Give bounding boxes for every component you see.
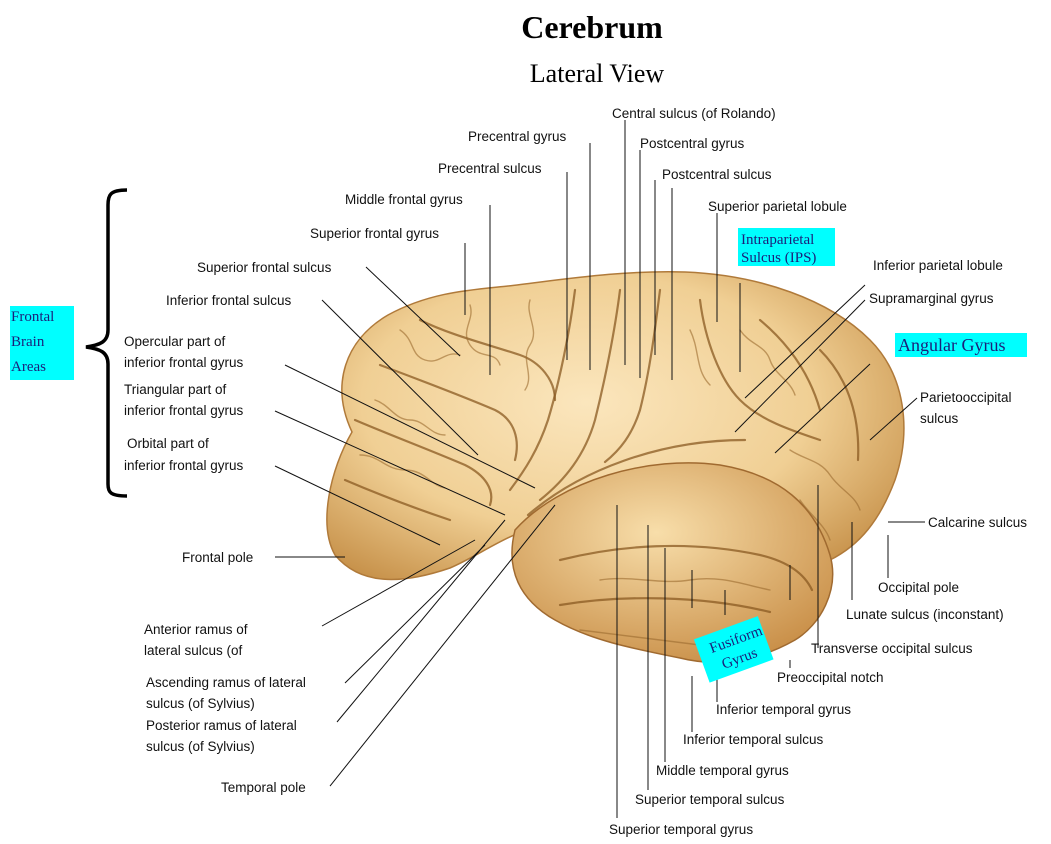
label-precentral-gyrus: Precentral gyrus (468, 129, 567, 144)
label-postcentral-gyrus: Postcentral gyrus (640, 136, 745, 151)
label-inferior-temporal-gyrus: Inferior temporal gyrus (716, 702, 851, 717)
label-ascending-ramus-line2: sulcus (of Sylvius) (146, 696, 255, 711)
intraparietal-line2: Sulcus (IPS) (741, 250, 816, 266)
label-inferior-temporal-sulcus: Inferior temporal sulcus (683, 732, 824, 747)
label-superior-parietal-lobule: Superior parietal lobule (708, 199, 847, 214)
label-preoccipital-notch: Preoccipital notch (777, 670, 884, 685)
frontal-brain-areas-line2: Brain (11, 334, 45, 350)
label-ascending-ramus-line1: Ascending ramus of lateral (146, 675, 306, 690)
label-parietooccipital-line1: Parietooccipital (920, 390, 1012, 405)
label-superior-frontal-gyrus: Superior frontal gyrus (310, 226, 439, 241)
label-precentral-sulcus: Precentral sulcus (438, 161, 542, 176)
label-superior-temporal-gyrus: Superior temporal gyrus (609, 822, 753, 837)
label-orbital-line1: Orbital part of (127, 436, 209, 451)
label-occipital-pole: Occipital pole (878, 580, 959, 595)
label-lunate-sulcus: Lunate sulcus (inconstant) (846, 607, 1004, 622)
label-temporal-pole: Temporal pole (221, 780, 306, 795)
label-parietooccipital-line2: sulcus (920, 411, 959, 426)
frontal-brain-areas-line1: Frontal (11, 309, 54, 325)
label-central-sulcus: Central sulcus (of Rolando) (612, 106, 776, 121)
frontal-bracket (86, 190, 127, 496)
label-supramarginal-gyrus: Supramarginal gyrus (869, 291, 994, 306)
label-superior-frontal-sulcus: Superior frontal sulcus (197, 260, 332, 275)
intraparietal-line1: Intraparietal (741, 232, 814, 248)
label-triangular-line1: Triangular part of (124, 382, 227, 397)
diagram-title: Cerebrum (521, 9, 663, 45)
label-inferior-parietal-lobule: Inferior parietal lobule (873, 258, 1003, 273)
label-middle-temporal-gyrus: Middle temporal gyrus (656, 763, 789, 778)
frontal-brain-areas-line3: Areas (11, 359, 46, 375)
label-inferior-frontal-sulcus: Inferior frontal sulcus (166, 293, 292, 308)
label-posterior-ramus-line1: Posterior ramus of lateral (146, 718, 297, 733)
label-opercular-line1: Opercular part of (124, 334, 226, 349)
label-opercular-line2: inferior frontal gyrus (124, 355, 244, 370)
label-middle-frontal-gyrus: Middle frontal gyrus (345, 192, 463, 207)
label-triangular-line2: inferior frontal gyrus (124, 403, 244, 418)
label-calcarine-sulcus: Calcarine sulcus (928, 515, 1027, 530)
label-frontal-pole: Frontal pole (182, 550, 253, 565)
label-postcentral-sulcus: Postcentral sulcus (662, 167, 772, 182)
label-anterior-ramus-line2: lateral sulcus (of (144, 643, 243, 658)
diagram-subtitle: Lateral View (530, 59, 665, 88)
label-superior-temporal-sulcus: Superior temporal sulcus (635, 792, 785, 807)
label-orbital-line2: inferior frontal gyrus (124, 458, 244, 473)
label-anterior-ramus-line1: Anterior ramus of (144, 622, 248, 637)
label-posterior-ramus-line2: sulcus (of Sylvius) (146, 739, 255, 754)
label-transverse-occipital-sulcus: Transverse occipital sulcus (811, 641, 973, 656)
angular-gyrus-annotation: Angular Gyrus (898, 335, 1005, 355)
